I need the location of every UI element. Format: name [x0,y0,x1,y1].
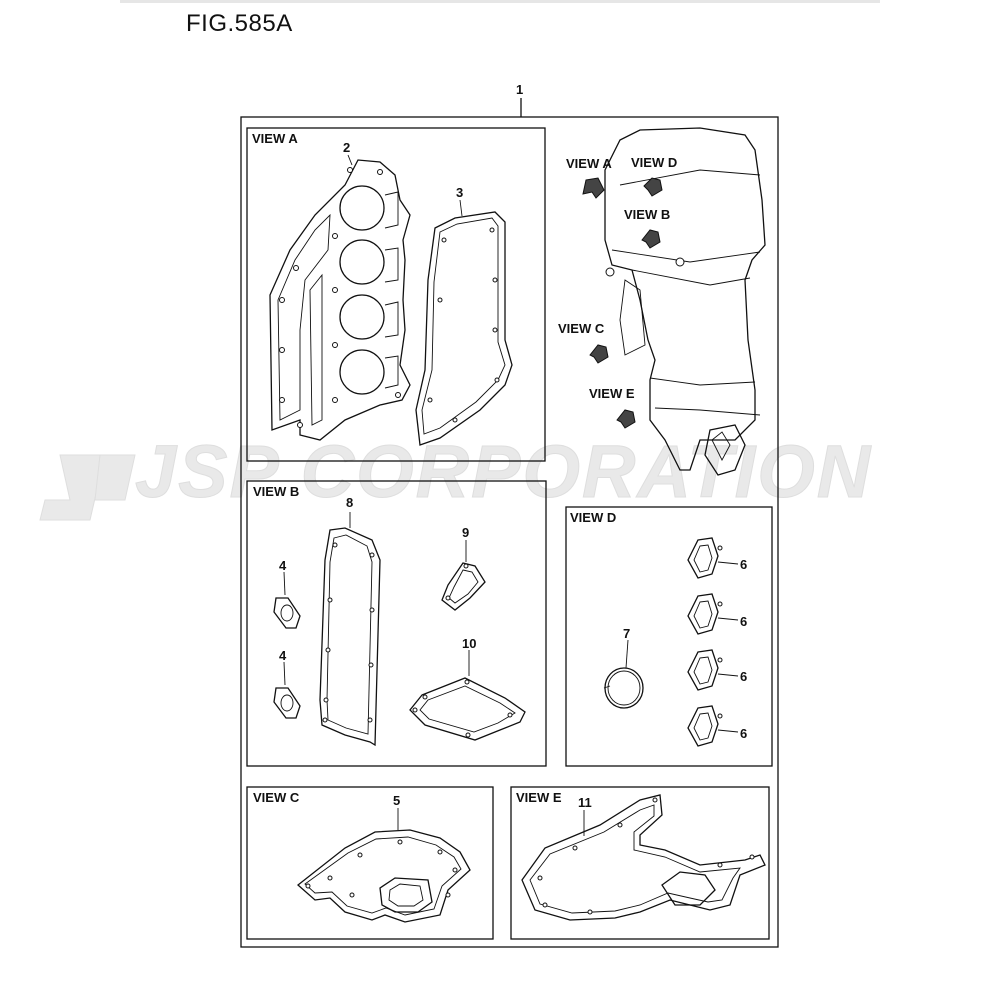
callout-view-e: VIEW E [589,386,635,401]
view-e-panel: VIEW E 11 [510,786,770,940]
callout-view-b: VIEW B [624,207,670,222]
view-b-label: VIEW B [253,484,299,499]
part-6-gasket-2: 6 [687,593,747,635]
part-8-long-gasket: 8 [319,495,381,747]
watermark-text: JSP CORPORATION [135,430,872,513]
part-3-cover-gasket: 3 [415,185,513,446]
callout-view-d: VIEW D [631,155,677,170]
callout-view-a: VIEW A [566,156,612,171]
callout-6-d: 6 [740,726,747,741]
view-a-panel: VIEW A 2 [246,127,546,462]
figure-title: FIG.585A [186,10,293,37]
callout-view-c: VIEW C [558,321,605,336]
view-c-panel: VIEW C 5 [246,786,494,940]
part-4-flange-gasket-lower: 4 [273,648,301,719]
arrow-view-c-icon [589,344,609,364]
callout-6-c: 6 [740,669,747,684]
view-e-label: VIEW E [516,790,562,805]
part-6-gasket-3: 6 [687,649,747,691]
arrow-view-a-icon [582,177,605,199]
callout-9: 9 [462,525,469,540]
part-5-base-gasket: 5 [296,793,471,923]
part-7-o-ring: 7 [603,626,644,709]
callout-6-b: 6 [740,614,747,629]
callout-6-a: 6 [740,557,747,572]
callout-7: 7 [623,626,630,641]
view-c-label: VIEW C [253,790,300,805]
part-6-gasket-1: 6 [687,537,747,579]
outboard-engine-drawing [604,127,766,476]
callout-4-upper: 4 [279,558,287,573]
view-d-panel: VIEW D 7 6 6 6 [565,506,773,767]
callout-8: 8 [346,495,353,510]
arrow-view-d-icon [643,177,663,197]
view-a-label: VIEW A [252,131,298,146]
callout-4-lower: 4 [279,648,287,663]
callout-3: 3 [456,185,463,200]
callout-2: 2 [343,140,350,155]
view-b-panel: VIEW B 8 9 [246,480,547,767]
callout-1: 1 [516,82,523,97]
top-divider [120,0,880,3]
part-2-head-gasket: 2 [269,140,411,441]
engine-view-callouts: VIEW A VIEW D VIEW B VIEW C VIEW E [558,155,677,429]
part-6-gasket-4: 6 [687,705,747,747]
arrow-view-b-icon [641,229,661,249]
callout-11: 11 [578,795,592,810]
view-d-label: VIEW D [570,510,616,525]
part-4-flange-gasket-upper: 4 [273,558,301,629]
watermark-logo: JSP CORPORATION [39,430,872,521]
kit-frame: 1 [240,82,779,948]
callout-5: 5 [393,793,400,808]
part-11-long-gasket: 11 [521,794,766,921]
callout-10: 10 [462,636,476,651]
arrow-view-e-icon [616,409,636,429]
part-9-small-gasket: 9 [441,525,486,611]
part-10-plate-gasket: 10 [409,636,526,741]
